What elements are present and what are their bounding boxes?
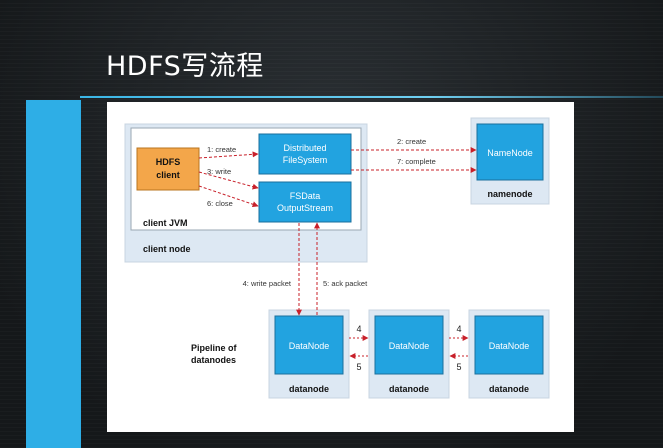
datanode-label-2: datanode: [389, 384, 429, 394]
edge-dn1-dn2-label: 4: [356, 324, 361, 334]
namenode-label: namenode: [487, 189, 532, 199]
datanode-box-label-1: DataNode: [289, 341, 330, 351]
namenode-box: [476, 123, 544, 181]
slide-title: HDFS写流程: [106, 51, 264, 82]
hdfs-client-label-1: HDFS: [156, 157, 181, 167]
accent-bar: [26, 100, 81, 448]
edge-nn-create-label: 2: create: [397, 137, 426, 146]
edge-write-packet-label: 4: write packet: [243, 279, 292, 288]
edge-create-label: 1: create: [207, 145, 236, 154]
diagram-panel: client JVM client node HDFS client Distr…: [107, 102, 574, 432]
dfs-label-1: Distributed: [283, 143, 326, 153]
edge-dn2-dn3-label: 4: [456, 324, 461, 334]
client-node-label: client node: [143, 244, 191, 254]
datanode-box-1: [274, 315, 344, 375]
datanode-box-3: [474, 315, 544, 375]
fsdata-label-2: OutputStream: [277, 203, 333, 213]
pipeline-label-1: Pipeline of: [191, 343, 238, 353]
title-underline: [80, 96, 663, 98]
edge-close-label: 6: close: [207, 199, 233, 208]
pipeline-label-2: datanodes: [191, 355, 236, 365]
datanode-label-3: datanode: [489, 384, 529, 394]
namenode-box-label: NameNode: [487, 148, 533, 158]
client-jvm-label: client JVM: [143, 218, 188, 228]
hdfs-client-box: [136, 147, 200, 191]
datanode-box-label-2: DataNode: [389, 341, 430, 351]
datanode-box-2: [374, 315, 444, 375]
arrow-write: [198, 171, 259, 190]
arrow-close: [198, 185, 259, 208]
distributed-filesystem-box: [258, 133, 352, 175]
edge-nn-complete-label: 7: complete: [397, 157, 436, 166]
edge-write-label: 3: write: [207, 167, 231, 176]
edge-dn2-dn1-label: 5: [356, 362, 361, 372]
dfs-label-2: FileSystem: [283, 155, 328, 165]
hdfs-write-diagram: client JVM client node HDFS client Distr…: [124, 117, 550, 399]
edge-ack-packet-label: 5: ack packet: [323, 279, 368, 288]
datanode-box-label-3: DataNode: [489, 341, 530, 351]
edge-dn3-dn2-label: 5: [456, 362, 461, 372]
datanode-label-1: datanode: [289, 384, 329, 394]
hdfs-client-label-2: client: [156, 170, 180, 180]
fsdata-label-1: FSData: [290, 191, 321, 201]
fsdata-outputstream-box: [258, 181, 352, 223]
